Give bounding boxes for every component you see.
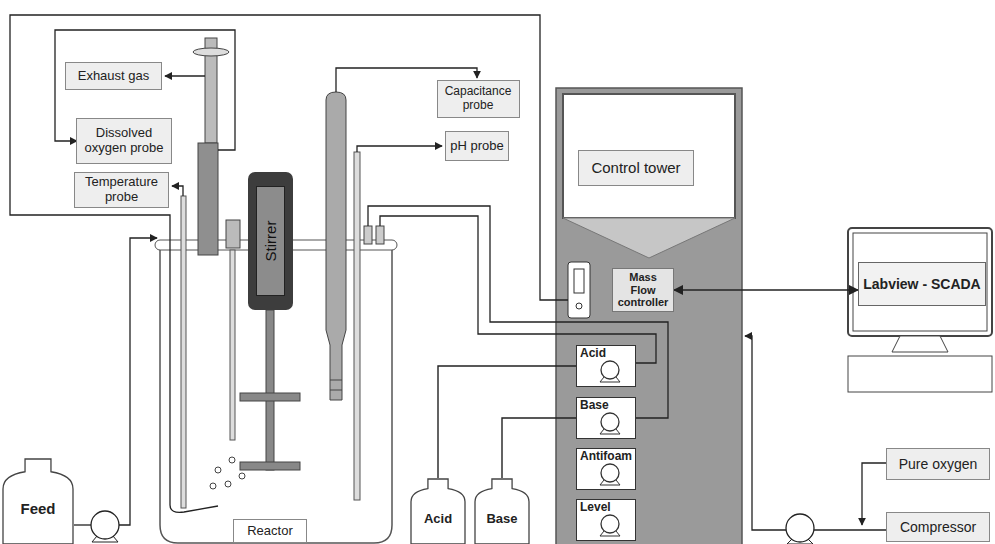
tower-screen [563,94,735,218]
pump-base [92,536,118,542]
pump-base [787,539,813,544]
bubble [215,467,221,473]
bubble [239,473,245,479]
acid-bottle: Acid [410,478,466,544]
bottle-shape [411,479,465,544]
base-dosing-tube [368,206,668,418]
mass-flow-window [574,269,584,293]
exhaust-line [165,75,205,76]
temperature-stick [181,196,186,508]
bottle-shape [475,479,529,544]
node-label: Acid [412,512,464,527]
node-label: Compressor [891,519,985,535]
oxygen-line [862,463,886,525]
bottle-shape [3,459,73,544]
air-pump [786,514,814,542]
feed-tube [119,238,157,525]
capacitance-probe-box: Capacitance probe [437,80,520,118]
node-label: Reactor [238,524,302,539]
stirrer-shaft [266,310,274,470]
node-label: Labview - SCADA [863,276,981,292]
air-line [814,529,886,530]
exhaust-gas-box: Exhaust gas [65,62,162,90]
monitor-frame [848,228,992,336]
connector [674,289,858,290]
pump-base [600,480,620,485]
condenser-disk [193,48,229,56]
feed-bottle: Feed [2,458,74,544]
monitor-stand [892,336,948,352]
node-label: Temperature probe [79,175,164,205]
air-line [745,336,786,530]
antifoam-pump: Antifoam [576,448,636,490]
node-label: Acid [580,347,632,361]
gas-supply-line [10,15,568,512]
node-label: Base [580,399,632,413]
node-label: Dissolved oxygen probe [81,126,167,156]
control-tower-box: Control tower [578,150,694,186]
impeller [240,393,300,401]
base-pump: Base [576,397,636,439]
pump-base [600,429,620,434]
dosing-port [376,226,384,244]
node-label: Base [476,512,528,527]
node-label: Mass Flow controller [617,271,669,309]
control-tower-housing [556,88,742,544]
bubble [229,457,235,463]
impeller [240,462,300,470]
pump-symbol [601,361,619,379]
node-label: pH probe [450,139,504,154]
pump-symbol [601,413,619,431]
node-label: Feed [4,500,72,517]
node-label: Exhaust gas [70,69,157,84]
gas-port [226,220,240,248]
compressor-box: Compressor [886,512,990,542]
tower-funnel [563,218,735,258]
capacitance-sensor [326,92,346,400]
pump-base [600,377,620,382]
ph-stick [354,152,360,500]
computer-base [848,356,992,392]
mass-flow-device [568,262,590,318]
bubble [210,483,216,489]
dissolved-oxygen-sensor [198,143,218,255]
node-label: Level [580,501,632,515]
temperature-signal-line [172,186,183,196]
node-label: Control tower [583,159,689,176]
node-label: Antifoam [580,450,632,464]
node-label: Capacitance probe [442,85,515,113]
scada-box: Labview - SCADA [858,262,986,306]
pump-symbol [601,515,619,533]
ph-signal-line [357,146,442,152]
feed-pump [91,511,119,539]
mass-flow-knob [576,303,582,309]
bubble [225,481,231,487]
pump-base [600,531,620,536]
connector [438,366,576,478]
node-label: Pure oxygen [891,456,985,472]
connector [502,418,576,478]
stirrer-motor: Stirrer [248,172,293,310]
reactor-label-box: Reactor [233,519,307,543]
dosing-port [364,226,372,244]
sensor-ring [330,380,342,381]
acid-pump: Acid [576,345,636,387]
pump-symbol [601,464,619,482]
monitor-screen [853,233,987,331]
sampling-stick [230,250,235,440]
dissolved-oxygen-box: Dissolved oxygen probe [76,118,172,164]
feed-tube [74,524,91,525]
mass-flow-box: Mass Flow controller [612,268,674,312]
node-label: Stirrer [262,221,279,262]
ph-probe-box: pH probe [445,131,509,161]
temperature-probe-box: Temperature probe [74,172,169,208]
pure-oxygen-box: Pure oxygen [886,448,990,480]
base-bottle: Base [474,478,530,544]
level-pump: Level [576,499,636,541]
sensor-ring [330,390,342,391]
